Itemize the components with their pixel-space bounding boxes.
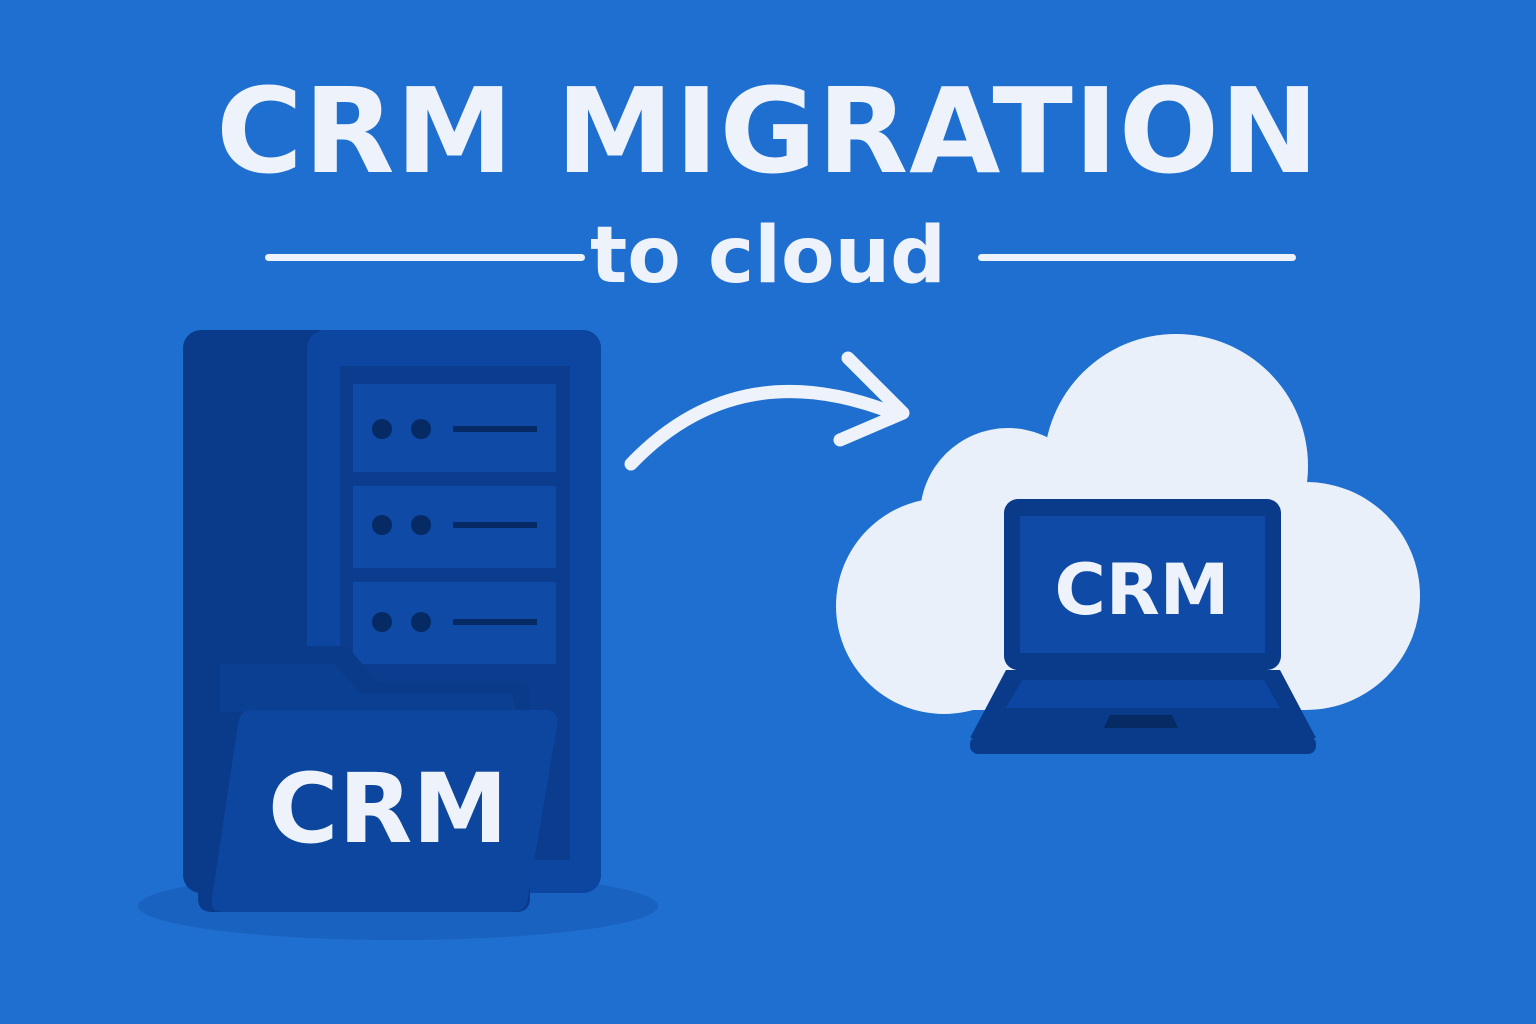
left-divider-line bbox=[265, 254, 585, 261]
laptop-screen-label: CRM bbox=[1055, 549, 1230, 631]
subtitle-row: to cloud bbox=[0, 214, 1536, 298]
server-unit-1 bbox=[353, 384, 556, 472]
folder-label: CRM bbox=[268, 753, 508, 865]
server-unit-3 bbox=[353, 582, 556, 664]
main-title: CRM MIGRATION bbox=[216, 62, 1320, 200]
curved-arrow-icon bbox=[624, 351, 910, 471]
folder-icon: CRM bbox=[198, 646, 558, 912]
server-unit-2 bbox=[353, 486, 556, 568]
subtitle: to cloud bbox=[590, 211, 946, 301]
right-divider-line bbox=[978, 254, 1296, 261]
laptop-icon: CRM bbox=[970, 499, 1316, 754]
